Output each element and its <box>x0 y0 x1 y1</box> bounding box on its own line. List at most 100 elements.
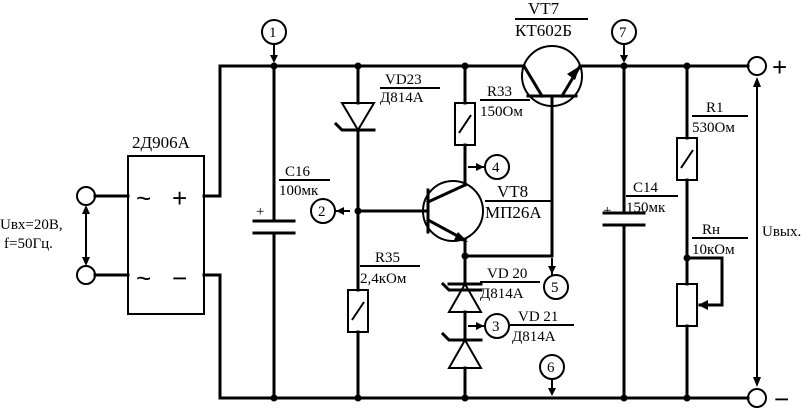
junction-dot <box>620 62 628 70</box>
test-point-7-label: 7 <box>619 25 627 41</box>
vd21-value: Д814А <box>512 329 556 345</box>
vd20-name: VD 20 <box>487 266 527 282</box>
bridge-ac-symbol-bottom: ~ <box>136 263 151 293</box>
zener-vd20: VD 20 Д814А <box>440 266 540 342</box>
r33-value: 150Ом <box>480 104 523 120</box>
input-terminal-top <box>76 186 96 206</box>
test-point-2-arrow <box>336 207 344 215</box>
test-point-3-arrow <box>476 322 484 330</box>
r35-value: 2,4кОм <box>360 271 407 287</box>
test-point-2: 2 <box>310 198 350 224</box>
r1-slash <box>680 149 694 169</box>
rn-wiper-arrow <box>698 300 708 310</box>
vt7-name: VT7 <box>528 0 560 18</box>
bridge-ac-symbol-top: ~ <box>136 183 151 213</box>
rn-value: 10кОм <box>692 242 735 258</box>
test-point-6-arrow <box>548 388 556 396</box>
output-voltage-label: Uвых. <box>762 224 801 240</box>
r33-name: R33 <box>487 84 512 100</box>
c16-polarity: + <box>256 204 264 220</box>
vt8-name: VT8 <box>497 182 528 201</box>
output-minus-sign: − <box>774 384 789 412</box>
bridge-box <box>127 155 205 315</box>
zener-vd21: VD 21 Д814А <box>440 309 574 400</box>
potentiometer-rn: Rн 10кОм <box>676 222 748 400</box>
input-voltage-label-2: f=50Гц. <box>4 236 53 252</box>
r33-slash <box>458 114 472 134</box>
r1-name: R1 <box>706 100 724 116</box>
test-point-5-arrow <box>548 266 556 274</box>
bridge-minus-wire <box>202 273 222 400</box>
input-voltage-arrowhead-up <box>82 205 90 214</box>
vt7-value: КТ602Б <box>515 21 572 40</box>
vd21-bar <box>440 331 483 342</box>
capacitor-c16: + C16 100мк <box>252 64 330 400</box>
zener-vd23: VD23 Д814А <box>333 64 440 292</box>
vd20-bar <box>440 281 483 292</box>
vt8-value: МП26А <box>485 203 542 222</box>
vd20-value: Д814А <box>480 286 524 302</box>
junction-dot <box>461 394 469 402</box>
test-point-4-arrow <box>476 163 484 171</box>
c14-polarity: + <box>603 203 611 219</box>
r1-value: 530Ом <box>692 120 735 136</box>
output-plus-sign: + <box>772 52 787 82</box>
junction-dot <box>354 207 362 215</box>
junction-dot <box>683 254 691 262</box>
test-point-5-label: 5 <box>551 280 559 296</box>
bridge-plus-wire <box>202 64 222 198</box>
output-terminals: + − Uвых. <box>747 52 801 412</box>
output-voltage-arrowhead-up <box>753 77 761 87</box>
bridge-plus: + <box>172 183 187 213</box>
test-point-5-circle <box>543 274 569 300</box>
test-point-3-label: 3 <box>492 319 500 335</box>
vt7-emitter-arrow <box>567 66 580 80</box>
output-voltage-arrowhead-down <box>753 377 761 387</box>
r35-slash <box>351 301 365 321</box>
output-terminal-plus <box>747 56 767 76</box>
rn-name: Rн <box>702 222 720 238</box>
vd21-triangle <box>447 337 483 369</box>
bridge-minus: − <box>172 263 187 293</box>
c14-value: 150мк <box>626 200 666 216</box>
vd23-value: Д814А <box>380 90 424 106</box>
vt7-collector <box>521 63 545 99</box>
c16-name: C16 <box>285 164 311 180</box>
test-point-4: 4 <box>468 154 510 180</box>
resistor-r1: R1 530Ом <box>676 64 748 286</box>
test-point-6: 6 <box>539 354 565 396</box>
input-voltage-label-1: Uвх=20В, <box>0 217 63 233</box>
junction-dots <box>270 62 691 402</box>
rn-wiper-wire <box>685 256 724 307</box>
vt8-collector <box>426 183 467 204</box>
vd23-bar <box>333 121 376 132</box>
test-point-3: 3 <box>468 313 510 339</box>
input-terminal-bottom <box>76 265 96 285</box>
c14-name: C14 <box>633 180 659 196</box>
resistor-r33: R33 150Ом <box>454 64 530 187</box>
output-terminal-minus <box>747 388 767 408</box>
junction-dot <box>270 62 278 70</box>
vd23-name: VD23 <box>385 72 422 88</box>
junction-dot <box>683 394 691 402</box>
resistor-r35: R35 2,4кОм <box>347 250 420 400</box>
transistor-vt8: VT8 МП26А <box>422 180 552 286</box>
junction-dot <box>620 394 628 402</box>
test-point-1: 1 <box>261 19 287 63</box>
junction-dot <box>354 394 362 402</box>
junction-dot <box>461 252 469 260</box>
c16-value: 100мк <box>279 183 319 199</box>
rn-body <box>676 283 698 327</box>
junction-dot <box>461 62 469 70</box>
vt8-body <box>422 180 484 242</box>
vd20-triangle <box>447 281 483 313</box>
test-point-5: 5 <box>543 258 569 300</box>
vd23-triangle <box>340 102 376 132</box>
test-point-7-arrow <box>620 55 628 63</box>
test-point-1-label: 1 <box>269 25 277 41</box>
bridge-name: 2Д906А <box>132 133 191 152</box>
junction-dot <box>354 62 362 70</box>
capacitor-c14: + C14 150мк <box>602 64 678 400</box>
